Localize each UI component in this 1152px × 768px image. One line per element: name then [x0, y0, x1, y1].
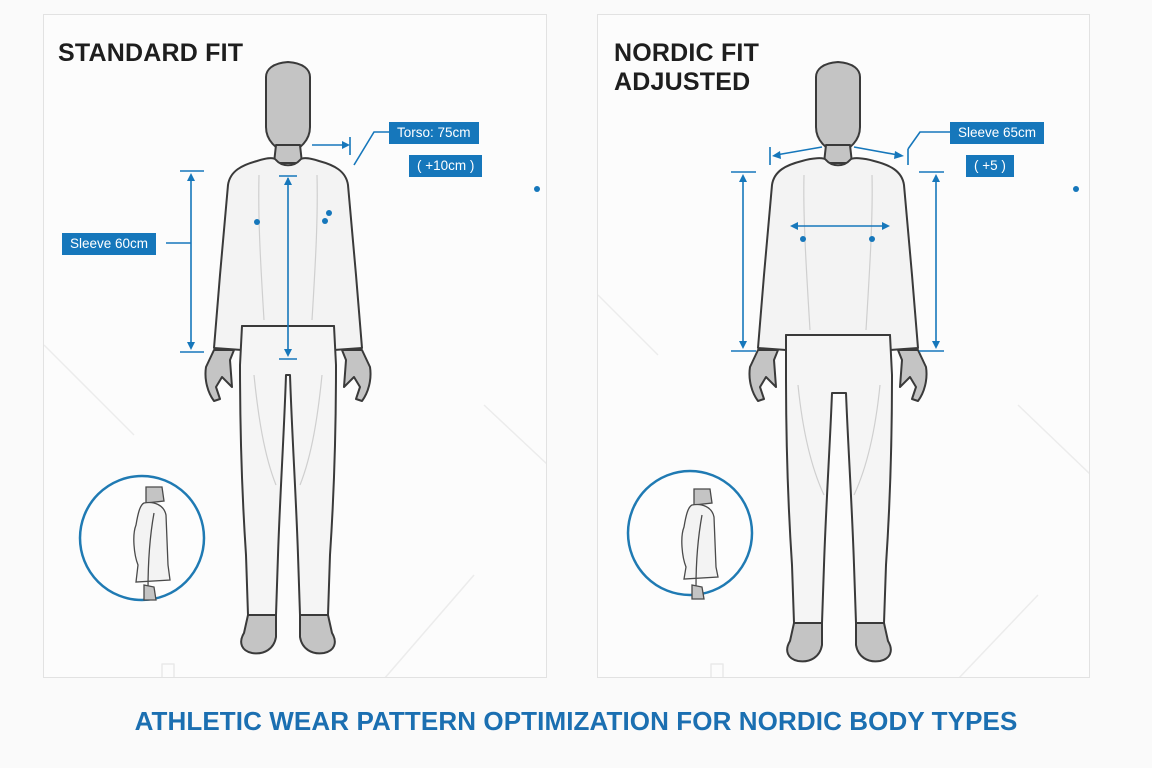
side-profile-inset	[78, 474, 206, 602]
standard-fit-panel: STANDARD FIT	[43, 14, 547, 678]
nordic-fit-figure	[598, 61, 1089, 677]
panel-title-standard: STANDARD FIT	[58, 39, 244, 67]
nordic-fit-panel: NORDIC FIT ADJUSTED	[597, 14, 1090, 678]
panel-title-nordic: NORDIC FIT ADJUSTED	[614, 39, 760, 96]
torso-length-label: Torso: 75cm	[389, 122, 479, 144]
torso-delta-label: ( +10cm )	[409, 155, 483, 177]
sleeve-length-label: Sleeve 60cm	[62, 233, 157, 255]
diagram-caption: ATHLETIC WEAR PATTERN OPTIMIZATION FOR N…	[134, 706, 1018, 736]
sleeve-length-label-nordic: Sleeve 65cm	[950, 122, 1045, 144]
standard-fit-figure	[44, 61, 546, 677]
sleeve-delta-label: ( +5 )	[966, 155, 1014, 177]
